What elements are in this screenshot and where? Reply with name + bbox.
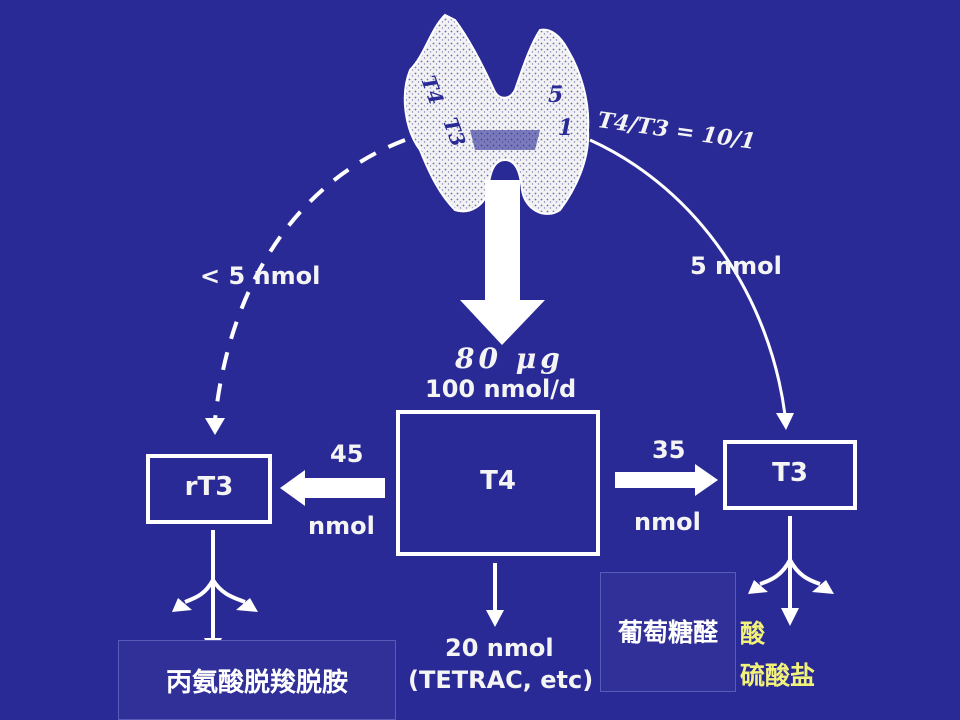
rt3-box xyxy=(146,454,272,524)
t3-branch-heads-icon xyxy=(748,580,834,626)
dashed-arrowhead-icon xyxy=(205,418,225,435)
right-caption-sulfate: 硫酸盐 xyxy=(740,661,816,690)
left-dashed-flow-label: < 5 nmol xyxy=(200,262,321,290)
main-flow-label: 100 nmol/d xyxy=(425,375,577,403)
right-arrowhead-icon xyxy=(776,413,794,430)
thyroid-gland-icon xyxy=(403,13,590,215)
right-caption-acid: 酸 xyxy=(740,619,766,648)
t4-box xyxy=(396,410,600,556)
bottom-left-caption-box: 丙氨酸脱羧脱胺 xyxy=(118,640,396,720)
dashed-curve-arrow xyxy=(213,138,406,421)
arrow-to-rt3-icon xyxy=(280,470,385,506)
to-t3-unit: nmol xyxy=(634,508,701,536)
down-flow-detail: (TETRAC, etc) xyxy=(408,666,594,694)
to-rt3-value: 45 xyxy=(330,440,364,468)
down-flow-value: 20 nmol xyxy=(445,634,554,662)
bottom-left-caption: 丙氨酸脱羧脱胺 xyxy=(165,667,348,698)
arrow-to-t3-icon xyxy=(615,464,718,496)
right-curve-arrow xyxy=(589,138,787,416)
gland-right-ratio-top: 5 xyxy=(548,82,564,108)
t3-box xyxy=(723,440,857,510)
rt3-box-label: rT3 xyxy=(184,472,234,502)
right-caption-box: 葡萄糖醛 xyxy=(600,572,736,692)
t3-branch-arrows-icon xyxy=(759,516,821,610)
rt3-branch-arrows-icon xyxy=(184,530,246,640)
t4-down-arrow-icon xyxy=(486,563,504,627)
t3-box-label: T3 xyxy=(772,458,808,488)
right-caption: 葡萄糖醛 xyxy=(617,618,718,647)
t4-box-label: T4 xyxy=(480,466,516,496)
to-t3-value: 35 xyxy=(652,436,686,464)
main-handwritten-label: 80 μg xyxy=(455,342,564,375)
gland-right-ratio-bottom: 1 xyxy=(558,115,574,141)
right-flow-label: 5 nmol xyxy=(690,252,782,280)
to-rt3-unit: nmol xyxy=(308,512,375,540)
main-down-arrow-icon xyxy=(460,180,545,345)
